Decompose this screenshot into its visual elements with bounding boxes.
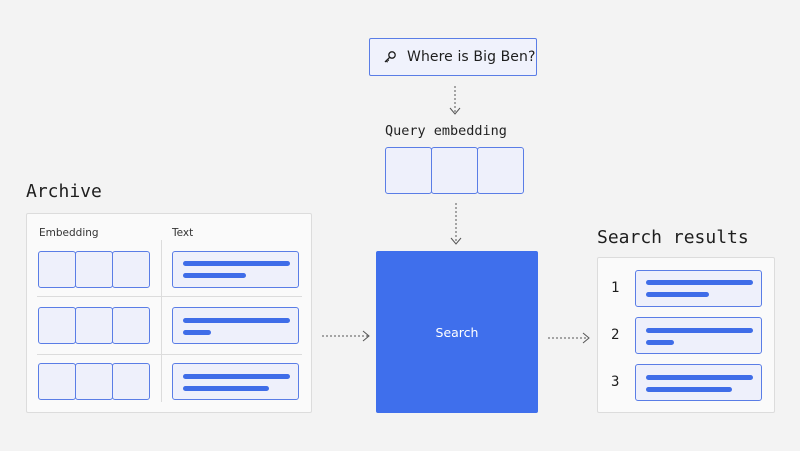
row-divider xyxy=(37,296,302,297)
result-rank: 3 xyxy=(611,374,620,390)
arrowhead xyxy=(582,332,590,344)
archive-text-cell xyxy=(172,363,299,400)
query-embedding-cell xyxy=(477,147,524,194)
archive-text-cell xyxy=(172,307,299,344)
text-line xyxy=(646,340,674,345)
arrowhead xyxy=(449,107,461,115)
archive-text-cell xyxy=(172,251,299,288)
text-line xyxy=(183,386,269,391)
archive-embedding-cell xyxy=(112,363,150,400)
result-text-cell xyxy=(635,364,762,401)
text-line xyxy=(646,280,753,285)
archive-embedding-cell xyxy=(112,307,150,344)
search-results-title: Search results xyxy=(597,227,749,248)
archive-title: Archive xyxy=(26,181,102,202)
text-line xyxy=(183,273,246,278)
archive-embedding-cell xyxy=(38,307,76,344)
text-line xyxy=(646,292,709,297)
query-embedding-cell xyxy=(385,147,432,194)
text-line xyxy=(646,375,753,380)
text-line xyxy=(646,387,732,392)
text-line xyxy=(183,330,211,335)
archive-embedding-cell xyxy=(112,251,150,288)
query-box: Where is Big Ben? xyxy=(369,38,537,76)
embedding-column-header: Embedding xyxy=(39,227,99,239)
row-divider xyxy=(37,354,302,355)
text-line xyxy=(183,374,290,379)
text-line xyxy=(183,318,290,323)
query-embedding-cell xyxy=(431,147,478,194)
result-text-cell xyxy=(635,270,762,307)
arrowhead xyxy=(362,330,370,342)
text-line xyxy=(646,328,753,333)
result-rank: 2 xyxy=(611,327,620,343)
result-text-cell xyxy=(635,317,762,354)
query-text: Where is Big Ben? xyxy=(407,49,536,65)
archive-embedding-cell xyxy=(38,363,76,400)
query-embedding-label: Query embedding xyxy=(385,123,507,139)
text-line xyxy=(183,261,290,266)
arrowhead xyxy=(450,237,462,245)
search-key-icon xyxy=(383,50,397,64)
text-column-header: Text xyxy=(172,227,194,239)
column-divider xyxy=(161,240,162,402)
search-box: Search xyxy=(376,251,538,413)
result-rank: 1 xyxy=(611,280,620,296)
search-label: Search xyxy=(435,324,479,340)
